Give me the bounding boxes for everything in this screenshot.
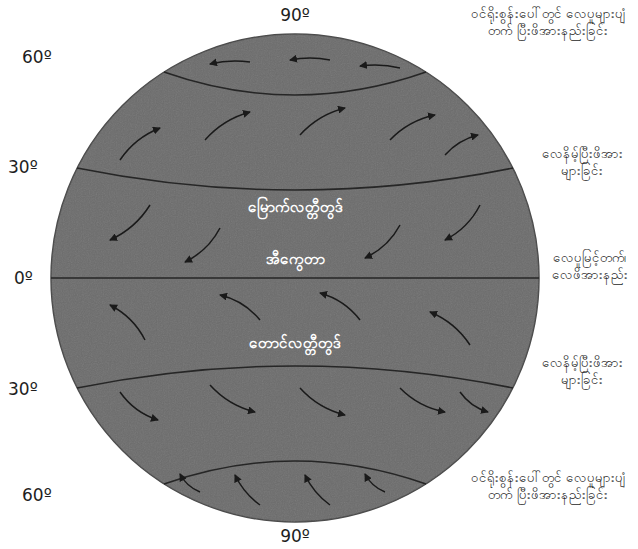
globe-texture	[40, 20, 560, 540]
wind-arrow	[110, 305, 145, 340]
wind-arrow	[360, 65, 400, 68]
latitude-label: 90º	[280, 525, 310, 547]
pressure-note: လေပူမြင့်တက်၊ လေဖိအားနည်း	[546, 250, 634, 284]
latitude-line	[77, 366, 513, 388]
wind-arrow	[365, 225, 400, 258]
wind-arrow	[320, 293, 360, 320]
latitude-line	[164, 461, 426, 484]
wind-arrow	[460, 392, 488, 412]
wind-arrow	[185, 228, 220, 262]
latitude-label: 90º	[280, 4, 310, 26]
latitude-label: 0º	[14, 267, 33, 289]
equator-label: အီကွေတာ	[266, 250, 325, 270]
latitude-label: 60º	[22, 46, 52, 68]
wind-arrow	[445, 135, 478, 155]
wind-arrow	[300, 388, 345, 415]
wind-arrow	[430, 312, 470, 345]
wind-arrow	[290, 58, 330, 60]
pressure-note: ဝင်ရိုးစွန်းပေါ်တွင် လေပူများပျံတက် ပြီး…	[462, 470, 634, 504]
wind-arrow	[205, 112, 250, 140]
wind-arrow	[365, 474, 385, 492]
pressure-note: လေနိမ့်ပြီးဖိအား များခြင်း	[530, 355, 634, 389]
latitude-line	[77, 168, 513, 190]
hemisphere-label: တောင်လတ္တီတွဒ်	[249, 334, 341, 354]
wind-arrow	[220, 295, 260, 320]
latitude-label: 60º	[22, 484, 52, 506]
wind-arrow	[180, 474, 200, 492]
wind-arrow	[120, 392, 158, 420]
wind-arrow	[305, 475, 330, 505]
wind-arrow	[445, 205, 480, 240]
wind-arrow	[390, 115, 435, 140]
pressure-note: ဝင်ရိုးစွန်းပေါ်တွင် လေပူများပျံတက် ပြီး…	[462, 6, 634, 40]
wind-arrow	[120, 128, 160, 160]
latitude-label: 30º	[8, 378, 38, 400]
wind-arrow	[400, 388, 445, 412]
wind-arrow	[235, 475, 260, 505]
wind-arrow	[210, 385, 255, 412]
latitude-line	[164, 72, 426, 95]
latitude-label: 30º	[8, 156, 38, 178]
pressure-note: လေနိမ့်ပြီးဖိအား များခြင်း	[530, 146, 634, 180]
wind-arrow	[110, 205, 150, 240]
equator-line	[51, 277, 539, 279]
wind-arrow	[300, 108, 345, 135]
hemisphere-label: မြောက်လတ္တီတွဒ်	[248, 198, 343, 218]
wind-arrow	[210, 61, 250, 64]
